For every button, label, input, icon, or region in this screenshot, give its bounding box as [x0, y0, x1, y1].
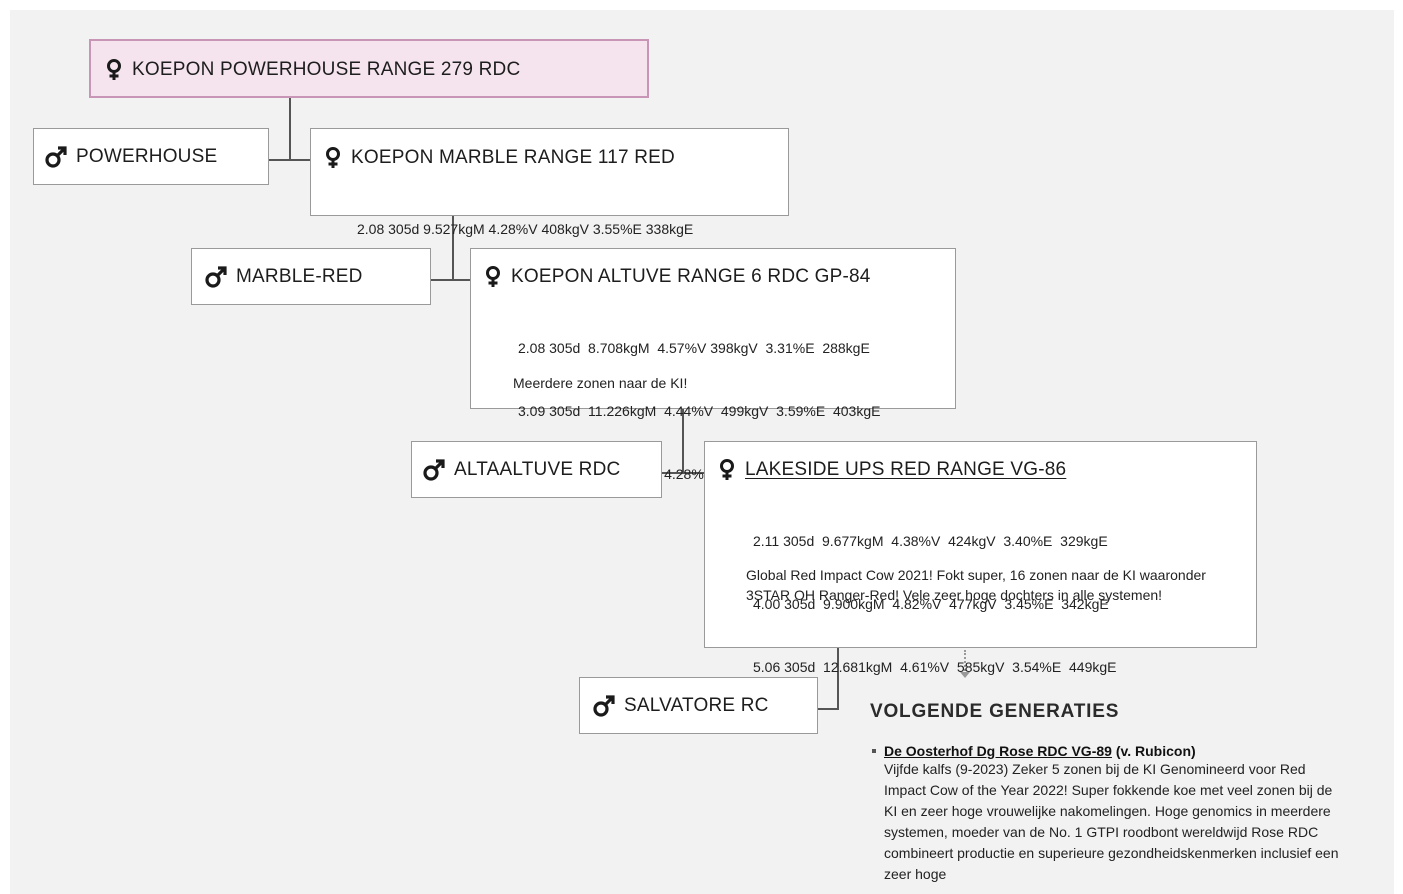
dam-card-marble-range-117[interactable]: KOEPON MARBLE RANGE 117 RED 2.08 305d 9.… [310, 128, 789, 237]
root-animal-name: KOEPON POWERHOUSE RANGE 279 RDC [132, 59, 521, 80]
animal-note: Meerdere zonen naar de KI! [513, 375, 688, 391]
male-symbol-icon [45, 146, 67, 168]
female-symbol-icon [486, 266, 500, 287]
female-symbol-icon [326, 147, 340, 168]
lactation-record: 2.08 305d 9.527kgM 4.28%V 408kgV 3.55%E … [357, 221, 694, 237]
female-symbol-icon [107, 59, 121, 80]
sire-card-salvatore[interactable]: SALVATORE RC [579, 677, 818, 734]
sire-card-marble-red[interactable]: MARBLE-RED [191, 248, 431, 305]
next-generations-heading: VOLGENDE GENERATIES [870, 701, 1120, 722]
connector-line [289, 97, 291, 161]
sire-name: MARBLE-RED [236, 266, 363, 287]
sire-name: SALVATORE RC [624, 695, 769, 716]
list-item: De Oosterhof Dg Rose RDC VG-89 (v. Rubic… [872, 743, 1342, 885]
connector-line [682, 408, 684, 474]
connector-line [431, 279, 471, 281]
sire-card-altaaltuve[interactable]: ALTAALTUVE RDC [411, 441, 662, 498]
generation-description: Vijfde kalfs (9-2023) Zeker 5 zonen bij … [884, 761, 1339, 882]
generation-animal-link[interactable]: De Oosterhof Dg Rose RDC VG-89 [884, 743, 1112, 759]
male-symbol-icon [593, 695, 615, 717]
animal-note: Global Red Impact Cow 2021! Fokt super, … [746, 567, 1206, 603]
root-animal-card[interactable]: KOEPON POWERHOUSE RANGE 279 RDC [89, 39, 649, 98]
sire-card-powerhouse[interactable]: POWERHOUSE [33, 128, 269, 185]
female-symbol-icon [720, 459, 734, 480]
next-generations-list: De Oosterhof Dg Rose RDC VG-89 (v. Rubic… [872, 743, 1342, 885]
generation-sire-text: (v. Rubicon) [1111, 743, 1196, 759]
connector-line [452, 215, 454, 281]
bullet-icon [872, 749, 876, 753]
dam-name-link[interactable]: LAKESIDE UPS RED RANGE VG-86 [745, 459, 1067, 480]
connector-line [817, 708, 839, 710]
dam-name: KOEPON MARBLE RANGE 117 RED [351, 147, 675, 168]
sire-name: ALTAALTUVE RDC [454, 459, 621, 480]
lactation-record: 5.06 305d 12.681kgM 4.61%V 585kgV 3.54%E… [753, 659, 1117, 675]
dam-card-lakeside-ups-red-range[interactable]: LAKESIDE UPS RED RANGE VG-86 2.11 305d 9… [704, 441, 1257, 675]
connector-line [268, 159, 310, 161]
sire-name: POWERHOUSE [76, 146, 218, 167]
dam-name: KOEPON ALTUVE RANGE 6 RDC GP-84 [511, 266, 871, 287]
next-generation-arrow [964, 650, 966, 674]
arrow-head-icon [960, 672, 970, 678]
lactation-record: 4.00 305d 9.900kgM 4.82%V 477kgV 3.45%E … [753, 596, 1109, 612]
pedigree-canvas: KOEPON POWERHOUSE RANGE 279 RDC POWERHOU… [10, 10, 1394, 894]
generation-heading: De Oosterhof Dg Rose RDC VG-89 (v. Rubic… [884, 743, 1342, 759]
lactation-record: 2.11 305d 9.677kgM 4.38%V 424kgV 3.40%E … [753, 533, 1108, 549]
connector-line [661, 472, 704, 474]
lactation-record: 3.09 305d 11.226kgM 4.44%V 499kgV 3.59%E… [518, 403, 881, 419]
connector-line [837, 647, 839, 710]
lactation-record: 2.08 305d 8.708kgM 4.57%V 398kgV 3.31%E … [518, 340, 870, 356]
dam-card-altuve-range-6[interactable]: KOEPON ALTUVE RANGE 6 RDC GP-84 2.08 305… [470, 248, 956, 482]
male-symbol-icon [205, 266, 227, 288]
male-symbol-icon [423, 459, 445, 481]
